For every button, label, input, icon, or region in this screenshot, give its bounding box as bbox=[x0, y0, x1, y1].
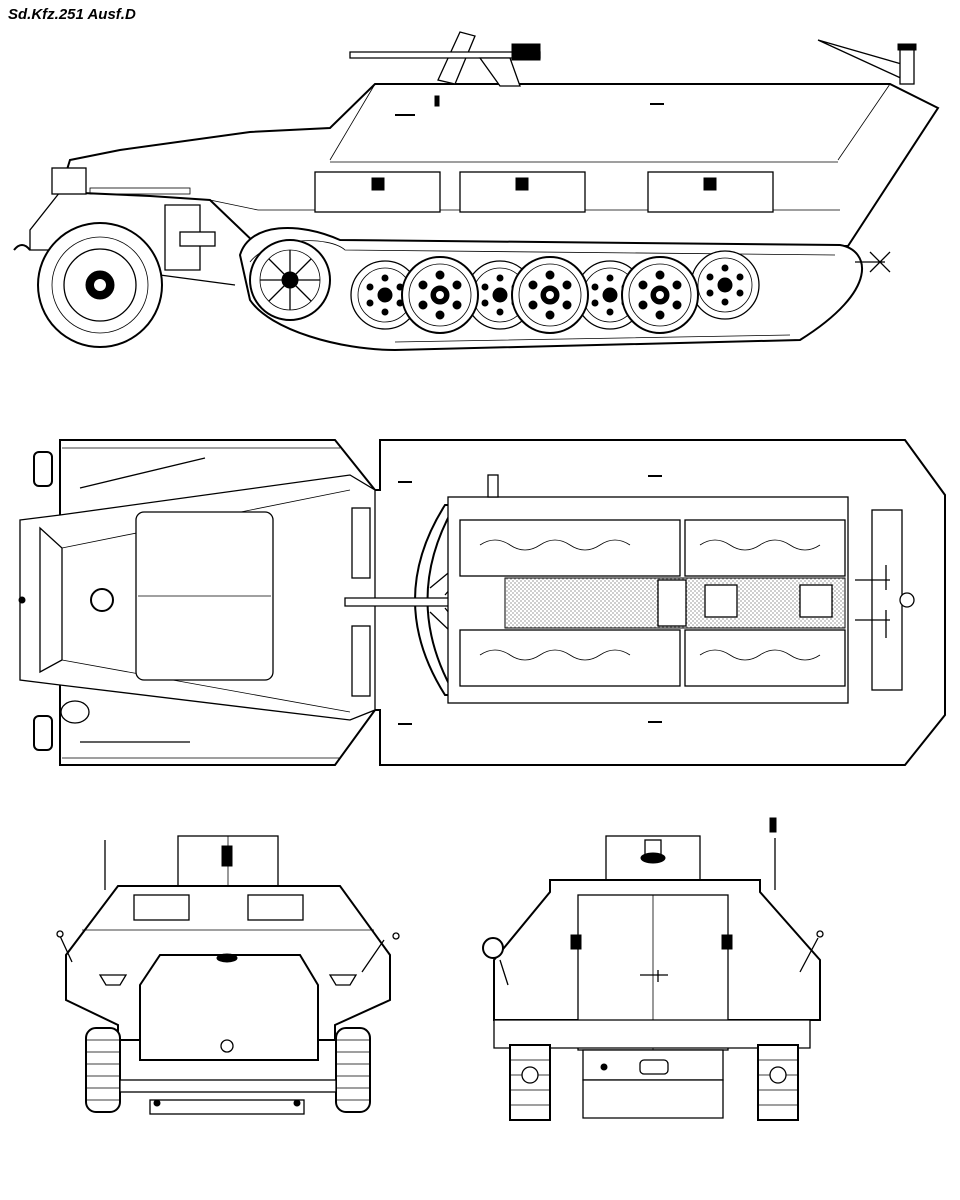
rear-view bbox=[482, 817, 824, 1121]
side-view bbox=[13, 31, 940, 352]
top-view bbox=[18, 439, 946, 766]
drawing-title: Sd.Kfz.251 Ausf.D bbox=[8, 6, 136, 23]
front-view bbox=[56, 835, 400, 1115]
